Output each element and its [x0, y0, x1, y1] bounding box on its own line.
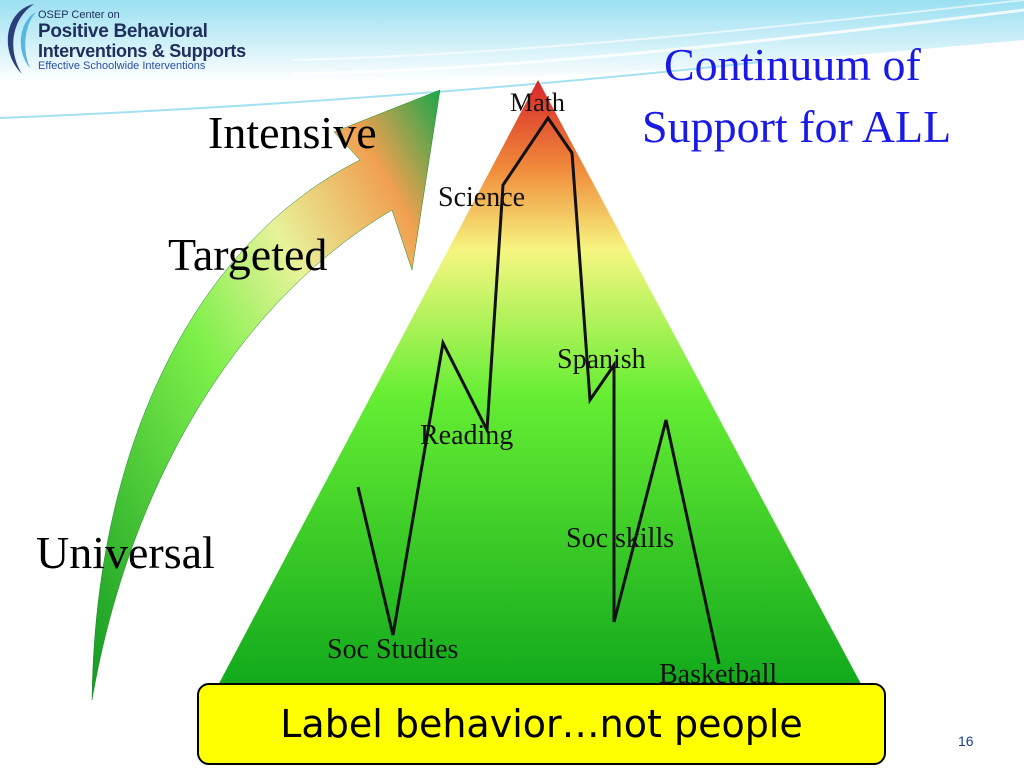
- tier-label-intensive: Intensive: [208, 107, 377, 158]
- header-band: [0, 0, 1024, 82]
- continuum-arrow: [91, 89, 441, 701]
- slide-number: 16: [958, 733, 974, 749]
- subject-label-math: Math: [510, 88, 565, 117]
- logo-line-1: OSEP Center on: [38, 9, 120, 21]
- logo-swoosh-icon: [7, 4, 36, 74]
- tier-label-universal: Universal: [36, 527, 215, 578]
- subject-label-science: Science: [438, 182, 526, 213]
- logo-line-4: Effective Schoolwide Interventions: [38, 60, 206, 72]
- subject-label-soc-skills: Soc skills: [566, 523, 675, 554]
- subject-label-spanish: Spanish: [557, 344, 646, 375]
- student-profile-line: [356, 115, 721, 665]
- subject-label-reading: Reading: [420, 420, 514, 451]
- header-swoosh-1: [291, 8, 1024, 76]
- label-behavior-banner: Label behavior…not people: [197, 683, 886, 765]
- logo-line-3: Interventions & Supports: [38, 41, 246, 61]
- header-swoosh-2: [291, 0, 1024, 61]
- logo-line-2: Positive Behavioral: [38, 21, 208, 42]
- pbis-logo: OSEP Center on Positive Behavioral Inter…: [0, 0, 292, 82]
- subject-label-soc-studies: Soc Studies: [327, 634, 459, 665]
- support-triangle: [205, 80, 875, 710]
- slide-title-line-1: Continuum of: [664, 39, 921, 90]
- tier-label-targeted: Targeted: [168, 229, 328, 280]
- header-swoosh-3: [0, 61, 761, 119]
- slide-title-line-2: Support for ALL: [642, 101, 952, 152]
